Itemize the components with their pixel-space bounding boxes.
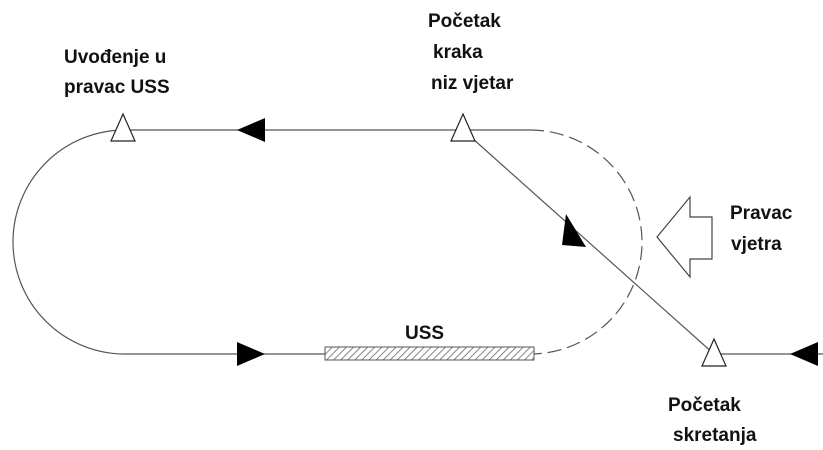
holding-track-dashed-turn — [529, 129, 643, 355]
wind-direction-arrow — [656, 195, 713, 279]
bottom-leg-arrow — [237, 342, 265, 366]
downwind-label-line1: Početak — [428, 11, 501, 32]
intercept-fix-triangle — [110, 112, 136, 142]
entry-diagonal-line — [462, 129, 715, 355]
holding-track-solid — [12, 129, 530, 355]
wind-label-line2: vjetra — [731, 234, 782, 255]
downwind-label-line2: kraka — [433, 42, 483, 63]
intercept-label-line1: Uvođenje u — [64, 47, 166, 68]
wind-label-line1: Pravac — [730, 203, 793, 224]
diagonal-arrow — [562, 214, 586, 247]
top-leg-arrow — [237, 118, 265, 142]
downwind-label-line3: niz vjetar — [431, 73, 514, 94]
turn-start-triangle — [701, 337, 727, 367]
turn-label-line1: Početak — [668, 395, 741, 416]
runway-label: USS — [405, 323, 444, 344]
runway-rect — [324, 346, 535, 361]
downwind-start-triangle — [450, 112, 476, 142]
turn-label-line2: skretanja — [673, 425, 757, 446]
inbound-arrow — [790, 342, 818, 366]
intercept-label-line2: pravac USS — [64, 77, 170, 98]
